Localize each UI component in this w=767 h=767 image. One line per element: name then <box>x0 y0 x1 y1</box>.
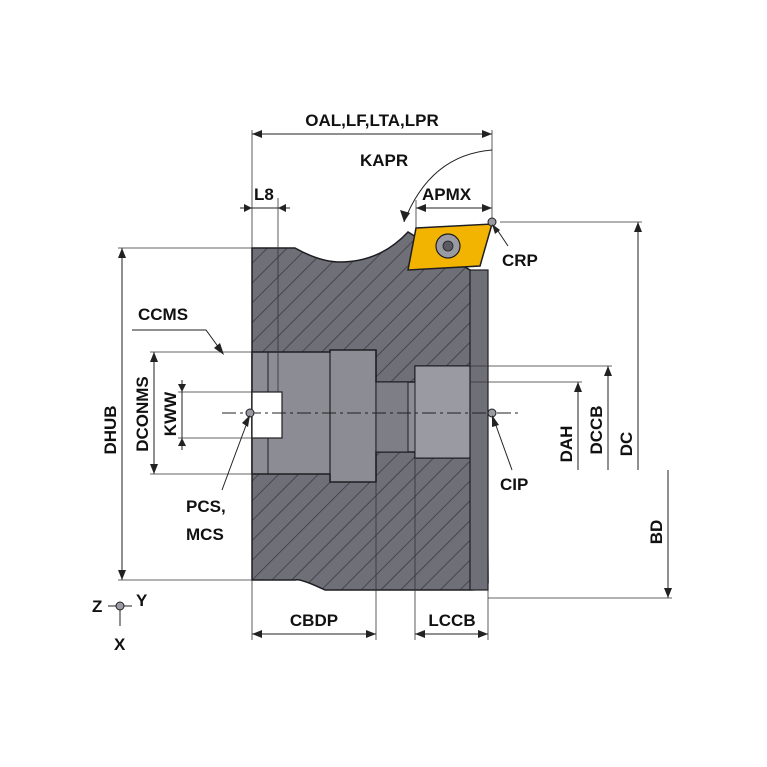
label-dccb: DCCB <box>587 405 606 454</box>
axis-triad-icon <box>108 601 132 626</box>
label-cbdp: CBDP <box>290 611 338 630</box>
label-dhub: DHUB <box>101 405 120 454</box>
crp-point <box>487 217 497 227</box>
label-mcs: MCS <box>186 525 224 544</box>
front-pocket <box>414 365 471 459</box>
label-pcs: PCS, <box>186 497 226 516</box>
label-axis-y: Y <box>136 591 148 610</box>
pcs-point <box>245 408 255 418</box>
label-ccms: CCMS <box>138 305 188 324</box>
label-dconms: DCONMS <box>133 376 152 452</box>
screw-recess <box>375 381 409 453</box>
label-l8: L8 <box>254 185 274 204</box>
label-lccb: LCCB <box>428 611 475 630</box>
key-way-slot <box>251 391 283 439</box>
label-axis-x: X <box>114 635 126 654</box>
label-dc: DC <box>617 432 636 457</box>
label-apmx: APMX <box>422 185 472 204</box>
label-cip: CIP <box>500 475 528 494</box>
label-dah: DAH <box>557 426 576 463</box>
label-bd: BD <box>647 520 666 545</box>
front-face <box>469 269 489 591</box>
label-crp: CRP <box>502 251 538 270</box>
carbide-insert-icon <box>407 223 494 271</box>
label-oal: OAL,LF,LTA,LPR <box>305 111 438 130</box>
label-kapr: KAPR <box>360 151 408 170</box>
label-kww: KWW <box>161 391 180 436</box>
label-axis-z: Z <box>92 597 102 616</box>
